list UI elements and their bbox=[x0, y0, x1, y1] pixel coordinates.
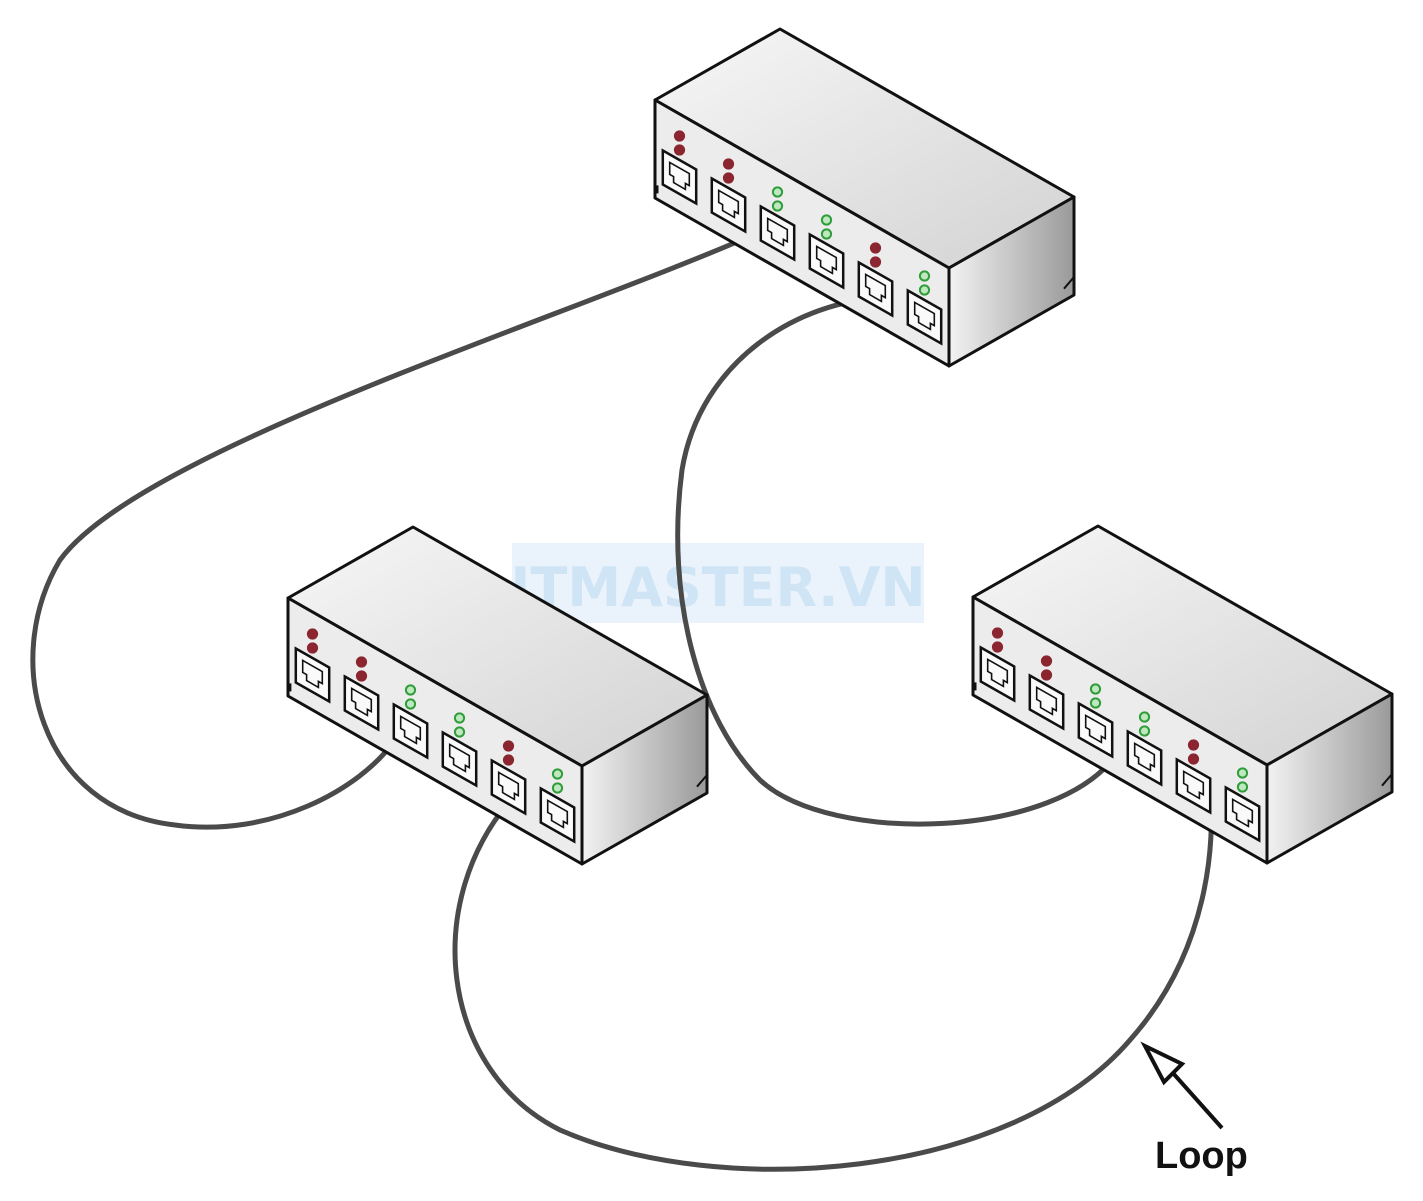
status-led-red-icon bbox=[869, 242, 882, 254]
cable-top-to-left bbox=[30, 229, 763, 830]
status-led-green-icon bbox=[1089, 683, 1102, 695]
status-led-green-icon bbox=[1089, 697, 1102, 709]
status-led-red-icon bbox=[722, 172, 735, 184]
status-led-green-icon bbox=[404, 698, 417, 710]
switch-left-foot-right bbox=[696, 774, 708, 788]
ethernet-port[interactable] bbox=[343, 674, 380, 732]
ethernet-port[interactable] bbox=[808, 232, 845, 290]
status-led-green-icon bbox=[771, 186, 784, 198]
ethernet-port[interactable] bbox=[1175, 757, 1212, 815]
rj45-socket-icon bbox=[546, 799, 569, 829]
ethernet-port[interactable] bbox=[1224, 785, 1261, 843]
watermark-text: ITMASTER.VN bbox=[510, 556, 925, 619]
rj45-socket-icon bbox=[986, 658, 1009, 688]
ethernet-port[interactable] bbox=[1126, 729, 1163, 787]
status-led-green-icon bbox=[453, 712, 466, 724]
rj45-socket-icon bbox=[668, 161, 691, 191]
ethernet-port[interactable] bbox=[441, 730, 478, 788]
status-led-green-icon bbox=[551, 768, 564, 780]
switch-top-foot-right bbox=[1063, 276, 1075, 290]
status-led-green-icon bbox=[453, 726, 466, 738]
ethernet-port[interactable] bbox=[294, 646, 331, 704]
ethernet-port[interactable] bbox=[759, 204, 796, 262]
rj45-socket-icon bbox=[1182, 770, 1205, 800]
ethernet-port[interactable] bbox=[857, 260, 894, 318]
ethernet-port[interactable] bbox=[906, 288, 943, 346]
cables bbox=[30, 229, 1214, 1172]
status-led-green-icon bbox=[918, 284, 931, 296]
status-led-green-icon bbox=[1138, 725, 1151, 737]
status-led-green-icon bbox=[918, 270, 931, 282]
status-led-green-icon bbox=[771, 200, 784, 212]
status-led-red-icon bbox=[869, 256, 882, 268]
status-led-red-icon bbox=[355, 670, 368, 682]
status-led-red-icon bbox=[1040, 669, 1053, 681]
status-led-red-icon bbox=[502, 754, 515, 766]
rj45-socket-icon bbox=[1035, 686, 1058, 716]
status-led-red-icon bbox=[502, 740, 515, 752]
rj45-socket-icon bbox=[399, 715, 422, 745]
rj45-socket-icon bbox=[864, 273, 887, 303]
loop-arrow-icon bbox=[1140, 1041, 1224, 1130]
status-led-green-icon bbox=[404, 684, 417, 696]
status-led-red-icon bbox=[306, 628, 319, 640]
status-led-red-icon bbox=[355, 656, 368, 668]
status-led-red-icon bbox=[991, 627, 1004, 639]
rj45-socket-icon bbox=[1084, 714, 1107, 744]
ethernet-port[interactable] bbox=[1077, 701, 1114, 759]
rj45-socket-icon bbox=[1231, 798, 1254, 828]
ethernet-port[interactable] bbox=[1028, 673, 1065, 731]
rj45-socket-icon bbox=[350, 687, 373, 717]
cable-top-to-right bbox=[675, 295, 1121, 827]
rj45-socket-icon bbox=[497, 771, 520, 801]
switches bbox=[286, 27, 1394, 866]
status-led-red-icon bbox=[722, 158, 735, 170]
status-led-green-icon bbox=[551, 782, 564, 794]
switch-left bbox=[286, 525, 709, 866]
status-led-red-icon bbox=[1187, 753, 1200, 765]
ethernet-port[interactable] bbox=[490, 758, 527, 816]
switch-top bbox=[653, 27, 1076, 368]
status-led-red-icon bbox=[1187, 739, 1200, 751]
watermark: ITMASTER.VN bbox=[510, 543, 926, 623]
status-led-green-icon bbox=[1138, 711, 1151, 723]
status-led-green-icon bbox=[820, 228, 833, 240]
loop-annotation: Loop bbox=[1140, 1041, 1248, 1177]
cable-left-to-right bbox=[452, 787, 1214, 1172]
rj45-socket-icon bbox=[913, 301, 936, 331]
ethernet-port[interactable] bbox=[661, 148, 698, 206]
ethernet-port[interactable] bbox=[979, 645, 1016, 703]
rj45-socket-icon bbox=[301, 659, 324, 689]
ethernet-port[interactable] bbox=[710, 176, 747, 234]
ethernet-port[interactable] bbox=[392, 702, 429, 760]
status-led-green-icon bbox=[820, 214, 833, 226]
switch-right bbox=[971, 524, 1394, 865]
status-led-green-icon bbox=[1236, 781, 1249, 793]
rj45-socket-icon bbox=[1133, 742, 1156, 772]
status-led-red-icon bbox=[991, 641, 1004, 653]
rj45-socket-icon bbox=[717, 189, 740, 219]
rj45-socket-icon bbox=[766, 217, 789, 247]
switch-right-foot-right bbox=[1381, 773, 1393, 787]
status-led-red-icon bbox=[673, 144, 686, 156]
watermark-box bbox=[512, 543, 924, 623]
status-led-red-icon bbox=[673, 130, 686, 142]
status-led-red-icon bbox=[1040, 655, 1053, 667]
loop-label: Loop bbox=[1155, 1135, 1248, 1177]
rj45-socket-icon bbox=[448, 743, 471, 773]
status-led-red-icon bbox=[306, 642, 319, 654]
ethernet-port[interactable] bbox=[539, 786, 576, 844]
status-led-green-icon bbox=[1236, 767, 1249, 779]
rj45-socket-icon bbox=[815, 245, 838, 275]
